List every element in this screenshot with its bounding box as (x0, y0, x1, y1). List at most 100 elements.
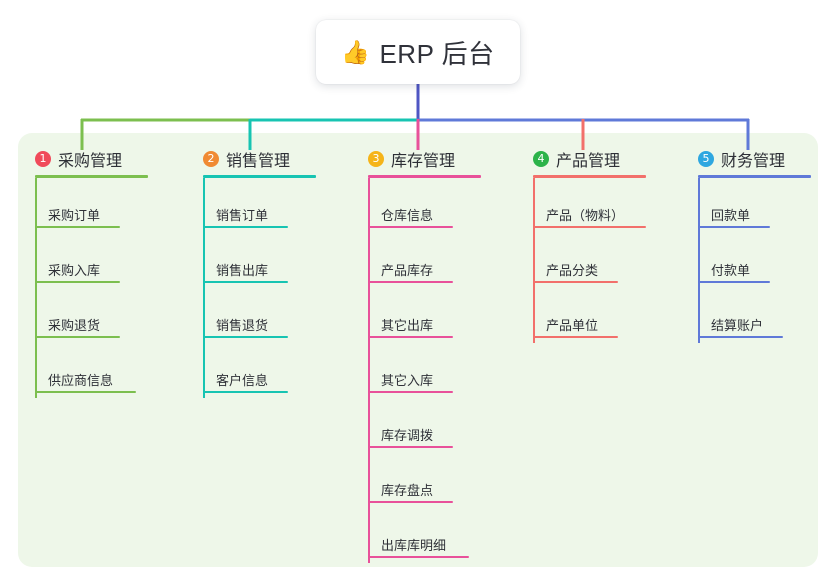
tree-item-underline (203, 226, 288, 228)
column-trunk-2 (203, 178, 205, 398)
tree-item-label: 销售出库 (216, 263, 269, 278)
column-2: 2 销售管理销售订单销售出库销售退货客户信息 (186, 148, 316, 398)
tree-item-label: 库存盘点 (381, 483, 434, 498)
tree-item[interactable]: 库存调拨 (351, 398, 481, 453)
tree-item-label: 采购订单 (48, 208, 101, 223)
tree-item-label: 产品单位 (546, 318, 599, 333)
tree-item[interactable]: 回款单 (681, 178, 811, 233)
column-items-1: 采购订单采购入库采购退货供应商信息 (18, 178, 148, 398)
root-title-text: ERP 后台 (379, 38, 495, 69)
tree-item-underline (533, 226, 646, 228)
tree-item-label: 产品库存 (381, 263, 434, 278)
tree-item-underline (35, 226, 120, 228)
column-items-3: 仓库信息产品库存其它出库其它入库库存调拨库存盘点出库库明细 (351, 178, 481, 563)
tree-item[interactable]: 销售出库 (186, 233, 316, 288)
tree-item-underline (35, 281, 120, 283)
tree-item[interactable]: 库存盘点 (351, 453, 481, 508)
tree-item[interactable]: 采购订单 (18, 178, 148, 233)
tree-item-label: 销售订单 (216, 208, 269, 223)
column-underline-2 (203, 175, 316, 178)
tree-item-label: 采购入库 (48, 263, 101, 278)
column-badge-1: 1 (35, 151, 51, 167)
root-title: 👍 ERP 后台 (341, 34, 494, 71)
column-header-4[interactable]: 4 产品管理 (516, 148, 646, 170)
column-5: 5 财务管理回款单付款单结算账户 (681, 148, 811, 343)
column-badge-5: 5 (698, 151, 714, 167)
column-header-5[interactable]: 5 财务管理 (681, 148, 811, 170)
root-node[interactable]: 👍 ERP 后台 (316, 20, 520, 84)
tree-item[interactable]: 供应商信息 (18, 343, 148, 398)
tree-item-underline (368, 391, 453, 393)
tree-item-label: 仓库信息 (381, 208, 434, 223)
tree-item-label: 客户信息 (216, 373, 269, 388)
column-trunk-3 (368, 178, 370, 563)
tree-item-underline (368, 336, 453, 338)
column-underline-5 (698, 175, 811, 178)
tree-item-label: 其它入库 (381, 373, 434, 388)
tree-item-label: 供应商信息 (48, 373, 114, 388)
column-underline-4 (533, 175, 646, 178)
tree-item-label: 产品分类 (546, 263, 599, 278)
tree-item-label: 付款单 (711, 263, 751, 278)
tree-item-label: 产品（物料） (546, 208, 625, 223)
tree-item-label: 出库库明细 (381, 538, 447, 553)
tree-item-underline (35, 336, 120, 338)
column-trunk-1 (35, 178, 37, 398)
tree-item-label: 库存调拨 (381, 428, 434, 443)
column-items-5: 回款单付款单结算账户 (681, 178, 811, 343)
tree-item-underline (203, 336, 288, 338)
tree-item-underline (203, 281, 288, 283)
column-underline-3 (368, 175, 481, 178)
column-items-4: 产品（物料） 产品分类产品单位 (516, 178, 646, 343)
tree-item[interactable]: 付款单 (681, 233, 811, 288)
tree-item[interactable]: 采购退货 (18, 288, 148, 343)
column-items-2: 销售订单销售出库销售退货客户信息 (186, 178, 316, 398)
tree-item[interactable]: 销售订单 (186, 178, 316, 233)
tree-item-underline (698, 336, 783, 338)
tree-item[interactable]: 销售退货 (186, 288, 316, 343)
tree-item-label: 回款单 (711, 208, 751, 223)
tree-item-underline (368, 501, 453, 503)
tree-item[interactable]: 仓库信息 (351, 178, 481, 233)
tree-item[interactable]: 其它入库 (351, 343, 481, 398)
tree-item-underline (533, 336, 618, 338)
tree-item[interactable]: 产品（物料） (516, 178, 646, 233)
column-title-4: 产品管理 (556, 153, 621, 170)
column-badge-4: 4 (533, 151, 549, 167)
column-header-1[interactable]: 1 采购管理 (18, 148, 148, 170)
column-title-2: 销售管理 (226, 153, 291, 170)
tree-item-underline (368, 281, 453, 283)
tree-item[interactable]: 产品分类 (516, 233, 646, 288)
tree-item[interactable]: 采购入库 (18, 233, 148, 288)
tree-item-label: 采购退货 (48, 318, 101, 333)
column-4: 4 产品管理产品（物料） 产品分类产品单位 (516, 148, 646, 343)
tree-item[interactable]: 产品单位 (516, 288, 646, 343)
tree-item-underline (203, 391, 288, 393)
tree-item-underline (368, 556, 469, 558)
tree-item[interactable]: 出库库明细 (351, 508, 481, 563)
tree-item-label: 销售退货 (216, 318, 269, 333)
column-badge-3: 3 (368, 151, 384, 167)
tree-item[interactable]: 产品库存 (351, 233, 481, 288)
column-trunk-4 (533, 178, 535, 343)
tree-item[interactable]: 客户信息 (186, 343, 316, 398)
column-1: 1 采购管理采购订单采购入库采购退货供应商信息 (18, 148, 148, 398)
column-underline-1 (35, 175, 148, 178)
column-header-2[interactable]: 2 销售管理 (186, 148, 316, 170)
tree-item-underline (533, 281, 618, 283)
tree-item[interactable]: 结算账户 (681, 288, 811, 343)
tree-item-underline (35, 391, 136, 393)
column-title-5: 财务管理 (721, 153, 786, 170)
tree-item-underline (698, 281, 770, 283)
column-badge-2: 2 (203, 151, 219, 167)
column-title-1: 采购管理 (58, 153, 123, 170)
tree-item-underline (368, 446, 453, 448)
tree-item-label: 结算账户 (711, 318, 764, 333)
column-trunk-5 (698, 178, 700, 343)
tree-item[interactable]: 其它出库 (351, 288, 481, 343)
diagram-panel (18, 133, 818, 567)
thumbs-up-icon: 👍 (341, 38, 371, 65)
